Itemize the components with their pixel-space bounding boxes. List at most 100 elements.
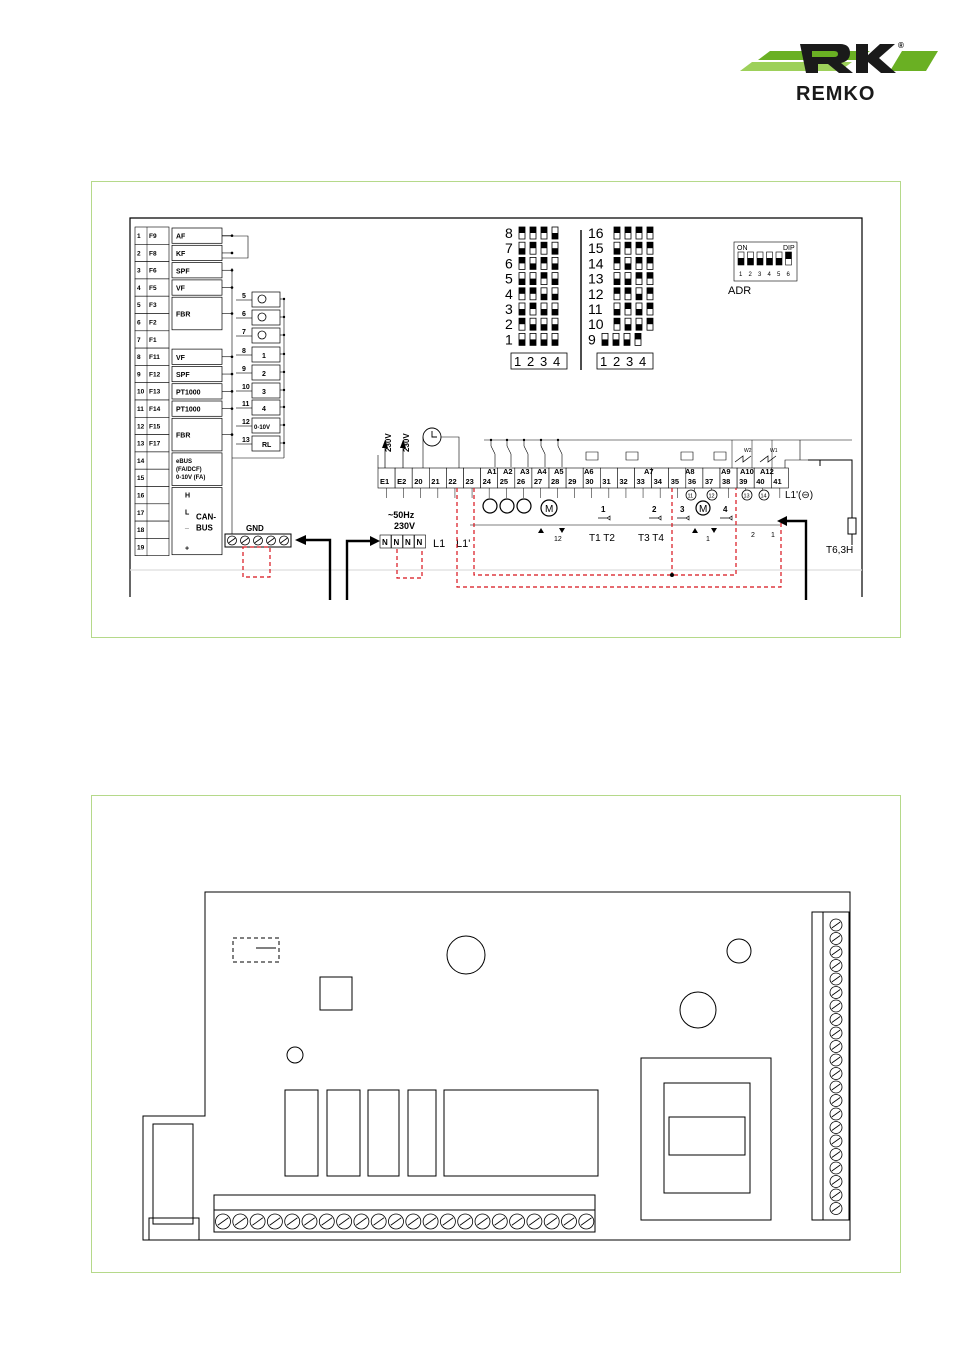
mixer-label: 1 [706, 536, 710, 543]
board-outline [129, 217, 863, 597]
fuse-cap [148, 1217, 200, 1241]
board-bottom-screw [578, 1213, 595, 1230]
relay-large [443, 1089, 599, 1177]
t1-t2-label: T1 T2 [589, 533, 615, 544]
fuse-label: T6,3H [826, 545, 853, 556]
sensor-marker-label: 12 [709, 494, 715, 500]
board-right-screw [829, 932, 843, 945]
terminal-f-label: F15 [149, 423, 161, 430]
board-layout [142, 891, 851, 1241]
sensor-marker [741, 489, 753, 501]
mounting-hole-1 [446, 935, 486, 975]
address-row-label: 11 [588, 301, 603, 317]
address-row-label: 14 [588, 255, 604, 271]
sensor-label: VF [176, 355, 186, 362]
bottom-terminal-label: 36 [688, 477, 696, 486]
transformer-inner [668, 1116, 746, 1156]
board-right-screw [829, 945, 843, 959]
mid-terminal-box [251, 417, 281, 434]
terminal-f-label: F13 [149, 389, 161, 396]
mid-terminal-label: 4 [262, 406, 266, 413]
bottom-terminal-label: E2 [397, 477, 406, 486]
address-column-box [510, 352, 568, 370]
bottom-terminal-label: 22 [448, 477, 456, 486]
mid-terminal-number: 6 [242, 311, 246, 318]
terminal-number: 11 [137, 406, 144, 413]
address-row-label: 13 [588, 271, 604, 287]
board-layout-frame [91, 795, 901, 1273]
dip-number: 2 [749, 272, 753, 278]
board-bottom-screw [370, 1213, 387, 1230]
relay-label: A2 [503, 467, 513, 476]
bottom-terminal-label: 27 [534, 477, 542, 486]
remko-logo: ® REMKO [740, 41, 938, 105]
logo-green-stripe-light [740, 62, 852, 71]
terminal-number: 19 [137, 544, 145, 551]
address-column-label: 2 [527, 354, 534, 369]
terminal-number: 18 [137, 527, 145, 534]
bottom-terminal-label: 25 [500, 477, 508, 486]
arrow-heads [295, 516, 787, 546]
address-column-label: 3 [540, 354, 547, 369]
board-bottom-screw [543, 1213, 560, 1230]
l1-label: L1 [433, 538, 445, 550]
valve-label: W2 [744, 448, 752, 454]
can-title-2: BUS [196, 524, 214, 533]
transformer-mid [663, 1082, 751, 1194]
mid-terminal-number: 12 [242, 419, 250, 426]
small-led [286, 1046, 304, 1064]
fuse-holder [152, 1123, 194, 1225]
board-bottom-screw [388, 1213, 404, 1230]
board-right-screw [829, 972, 843, 986]
mid-terminal-label: 0-10V [254, 425, 270, 431]
terminal-row [134, 538, 170, 557]
bottom-screws [215, 1213, 595, 1230]
address-row-label: 16 [588, 225, 604, 241]
mid-terminal-label: 3 [262, 389, 266, 396]
sensor-marker [706, 489, 718, 501]
output-number: 3 [680, 505, 685, 514]
terminal-number: 12 [137, 423, 145, 430]
terminal-number: 16 [137, 493, 145, 500]
mid-terminal-number: 11 [242, 401, 250, 408]
board-bottom-screw [353, 1213, 370, 1230]
output-number: 1 [601, 505, 606, 514]
board-bottom-screw [301, 1213, 318, 1230]
jumper-dashed [232, 937, 280, 963]
board-bottom-screw [232, 1213, 249, 1230]
pump-icon [482, 498, 498, 514]
bottom-terminal-label: 39 [739, 477, 747, 486]
dashed-wire-n [396, 549, 423, 579]
sensor-label: SPF [176, 372, 190, 379]
gnd-screw [279, 535, 289, 546]
terminal-f-label: F2 [149, 320, 157, 327]
dip-number: 1 [739, 272, 743, 278]
board-outline-lower [142, 891, 851, 1241]
board-right-screw [829, 1053, 843, 1067]
dip-number: 4 [768, 272, 772, 278]
mid-terminal-number: 9 [242, 366, 246, 373]
terminal-f-label: F12 [149, 371, 161, 378]
address-row-label: 5 [505, 271, 513, 287]
relay-label: A5 [554, 467, 564, 476]
mounting-hole-2 [726, 938, 752, 964]
terminal-number: 6 [137, 320, 141, 327]
mid-terminal-label: 2 [262, 371, 266, 378]
valve-label: W1 [770, 448, 778, 454]
bottom-terminal-label: 41 [773, 477, 781, 486]
board-right-screw [829, 959, 843, 972]
relay-2 [326, 1089, 361, 1177]
terminal-number: 13 [137, 441, 145, 448]
relay-label: A9 [721, 467, 731, 476]
terminal-number: 1 [137, 233, 141, 240]
mid-terminal-label: 1 [262, 353, 266, 360]
wiring-diagram-frame [91, 181, 901, 638]
relay-label: A10 [740, 467, 754, 476]
supply-freq: ~50Hz [388, 510, 415, 520]
terminal-number: 2 [137, 250, 141, 257]
board-right-screw [829, 1148, 843, 1161]
n-terminal-label: N [394, 538, 400, 547]
terminal-number: 10 [137, 389, 145, 396]
